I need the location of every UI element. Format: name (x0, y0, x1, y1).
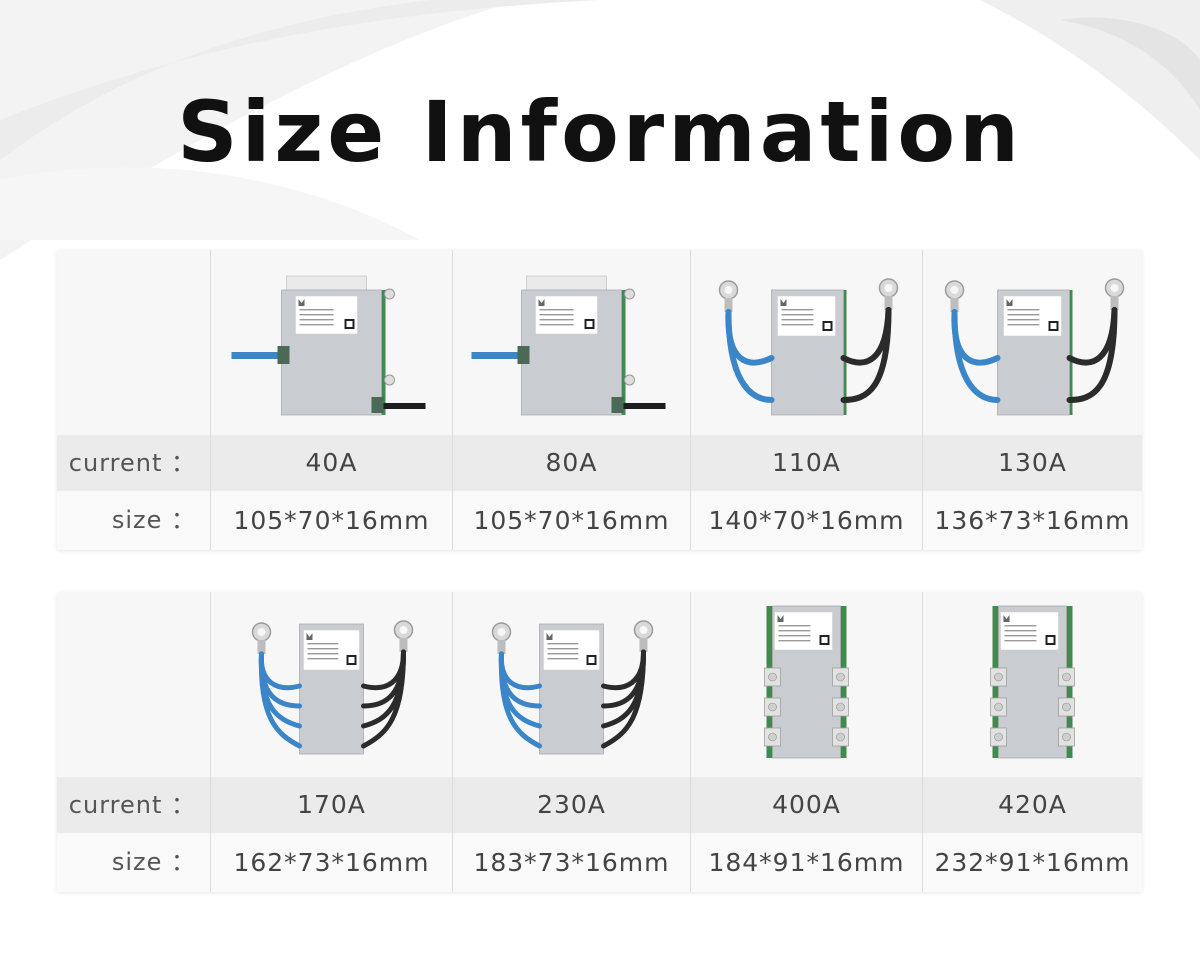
size-value: 183*73*16mm (473, 848, 670, 877)
product-column: 40A 105*70*16mm (211, 250, 452, 550)
product-column: 170A 162*73*16mm (211, 592, 452, 892)
product-image-cell (691, 592, 922, 777)
product-column: 110A 140*70*16mm (691, 250, 922, 550)
size-row-band (57, 491, 1142, 550)
column-divider (922, 250, 923, 550)
product-column: 420A 232*91*16mm (923, 592, 1142, 892)
current-value: 230A (537, 790, 606, 819)
current-value: 40A (305, 448, 358, 477)
size-value: 136*73*16mm (934, 506, 1131, 535)
product-image-cell (691, 250, 922, 435)
product-image-cell (923, 250, 1142, 435)
current-row-band (57, 777, 1142, 833)
empty-image-cell (57, 250, 210, 435)
product-image-cell (453, 592, 690, 777)
size-label: size ： (111, 848, 196, 876)
current-row-band (57, 435, 1142, 491)
column-divider (452, 250, 453, 550)
product-image-cell (211, 250, 452, 435)
current-value: 420A (998, 790, 1067, 819)
size-value: 162*73*16mm (233, 848, 430, 877)
bms-board-image (764, 605, 849, 759)
product-image-cell (923, 592, 1142, 777)
size-table-2: current ： size ： 170A 162*73*16mm 230A 1… (57, 592, 1142, 892)
label-column: current ： size ： (57, 592, 210, 892)
page-title: Size Information (177, 83, 1023, 181)
product-image-cell (453, 250, 690, 435)
current-value: 110A (772, 448, 841, 477)
size-value: 105*70*16mm (473, 506, 670, 535)
bms-board-image (471, 275, 666, 416)
column-divider (210, 250, 211, 550)
size-value: 140*70*16mm (708, 506, 905, 535)
current-label: current ： (68, 791, 196, 819)
bms-board-image (990, 605, 1075, 759)
product-column: 130A 136*73*16mm (923, 250, 1142, 550)
size-table-1: current ： size ： 40A 105*70*16mm 80A 105… (57, 250, 1142, 550)
current-value: 80A (545, 448, 598, 477)
bms-board-image (251, 620, 414, 755)
bms-board-image (718, 278, 899, 416)
column-divider (690, 592, 691, 892)
product-column: 80A 105*70*16mm (453, 250, 690, 550)
column-divider (452, 592, 453, 892)
product-column: 230A 183*73*16mm (453, 592, 690, 892)
current-value: 130A (998, 448, 1067, 477)
column-divider (922, 592, 923, 892)
column-divider (690, 250, 691, 550)
product-image-cell (211, 592, 452, 777)
size-row-band (57, 833, 1142, 892)
size-value: 184*91*16mm (708, 848, 905, 877)
size-value: 232*91*16mm (934, 848, 1131, 877)
label-column: current ： size ： (57, 250, 210, 550)
current-value: 170A (297, 790, 366, 819)
bms-board-image (231, 275, 426, 416)
current-value: 400A (772, 790, 841, 819)
current-label: current ： (68, 449, 196, 477)
size-label: size ： (111, 506, 196, 534)
empty-image-cell (57, 592, 210, 777)
column-divider (210, 592, 211, 892)
size-value: 105*70*16mm (233, 506, 430, 535)
product-column: 400A 184*91*16mm (691, 592, 922, 892)
bms-board-image (491, 620, 654, 755)
bms-board-image (944, 278, 1125, 416)
